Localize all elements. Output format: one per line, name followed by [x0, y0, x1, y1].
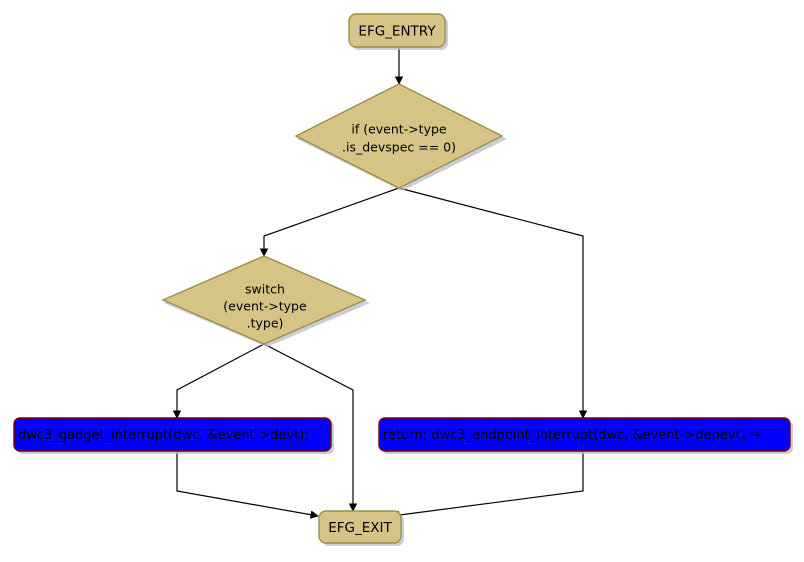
node-decision-switch-line-1: switch	[245, 282, 285, 297]
node-efg-entry[interactable]: EFG_ENTRY	[348, 13, 448, 50]
node-action-endpoint-interrupt-label: return; dwc3_endpoint_interrupt(dwc, &ev…	[383, 428, 761, 443]
node-efg-exit-label: EFG_EXIT	[328, 520, 392, 536]
node-decision-switch[interactable]: switch (event->type .type)	[161, 255, 370, 347]
node-decision-devspec-line-1: if (event->type	[351, 122, 447, 137]
edge-switch-to-action-gadget	[172, 343, 265, 419]
node-decision-devspec-shape[interactable]	[294, 83, 504, 189]
edge-action-endpoint-to-exit	[391, 452, 584, 520]
node-decision-switch-line-3: .type)	[247, 316, 284, 331]
node-decision-devspec[interactable]: if (event->type .is_devspec == 0)	[294, 83, 507, 191]
node-decision-switch-line-2: (event->type	[223, 299, 307, 314]
edge-switch-to-exit	[263, 343, 358, 512]
node-action-gadget-interrupt-label: dwc3_gadget_interrupt(dwc, &event->devt)…	[18, 428, 309, 443]
node-efg-entry-shape[interactable]	[348, 13, 446, 48]
node-decision-devspec-line-2: .is_devspec == 0)	[342, 140, 456, 155]
node-action-gadget-interrupt[interactable]: dwc3_gadget_interrupt(dwc, &event->devt)…	[13, 417, 334, 454]
edge-action-gadget-to-exit	[176, 452, 319, 519]
node-action-endpoint-interrupt[interactable]: return; dwc3_endpoint_interrupt(dwc, &ev…	[378, 417, 793, 454]
node-action-gadget-interrupt-shape[interactable]	[13, 417, 332, 452]
node-action-endpoint-interrupt-shape[interactable]	[378, 417, 791, 452]
node-efg-exit[interactable]: EFG_EXIT	[318, 510, 404, 546]
node-efg-entry-label: EFG_ENTRY	[358, 24, 436, 40]
node-efg-exit-shape[interactable]	[318, 510, 402, 544]
edge-decision-devspec-to-action-endpoint	[398, 187, 588, 419]
edge-layer	[172, 48, 588, 520]
node-decision-switch-shape[interactable]	[161, 255, 367, 345]
edge-decision-devspec-to-switch	[259, 187, 400, 257]
